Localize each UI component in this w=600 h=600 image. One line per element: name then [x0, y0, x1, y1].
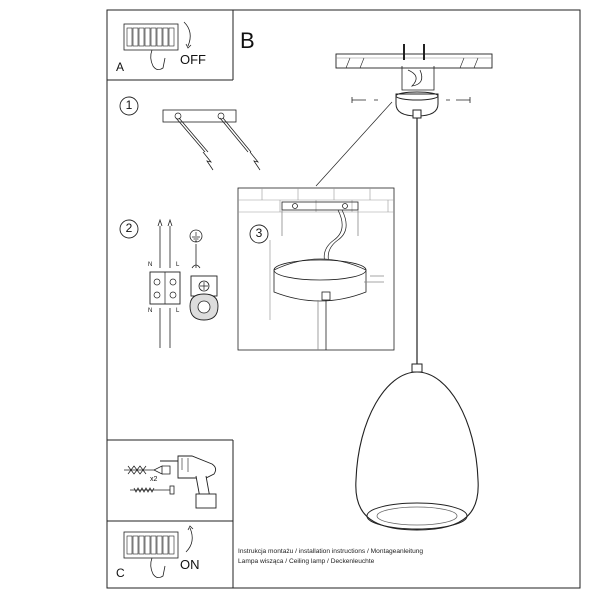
step-2-number: 2 [125, 221, 133, 235]
panel-b-letter: B [240, 28, 255, 53]
hardware-quantity: x2 [150, 476, 158, 483]
wall-plug-illustration [124, 465, 171, 475]
step-1-illustration [162, 109, 261, 171]
terminal-label-l-bottom: L [176, 308, 180, 314]
canopy-screws [351, 97, 471, 103]
screw-illustration [130, 485, 175, 495]
step-3-canopy-detail [269, 201, 384, 350]
caption-line-1: Instrukcja montażu / installation instru… [238, 548, 424, 555]
panel-a-letter: A [116, 60, 125, 74]
ceiling-mount-plate [335, 44, 493, 91]
fuse-box-off-illustration [123, 21, 192, 70]
caption-line-2: Lampa wisząca / Ceiling lamp / Deckenleu… [238, 558, 375, 565]
fuse-box-on-illustration [123, 525, 194, 578]
step-3-circle [249, 224, 269, 244]
step-1-circle [119, 96, 139, 116]
step-1-number: 1 [125, 98, 133, 112]
lamp-shade [355, 363, 479, 531]
terminal-label-n-bottom: N [148, 308, 153, 314]
panel-c-action: ON [180, 557, 200, 572]
drill-illustration [160, 455, 217, 509]
terminal-label-n-top: N [148, 262, 153, 268]
panel-a-action: OFF [180, 52, 206, 67]
canopy [395, 91, 439, 119]
step-3-detail-frame [237, 187, 395, 351]
step-2-terminal-block [149, 218, 181, 348]
sheet-border [106, 9, 581, 589]
panel-c-letter: C [116, 566, 125, 580]
terminal-label-l-top: L [176, 262, 180, 268]
step-2-circle [119, 219, 139, 239]
step-3-number: 3 [255, 226, 263, 240]
step-3-ceiling-detail [238, 188, 394, 213]
earth-terminal-illustration [189, 229, 219, 321]
detail-leader-line [315, 101, 393, 187]
